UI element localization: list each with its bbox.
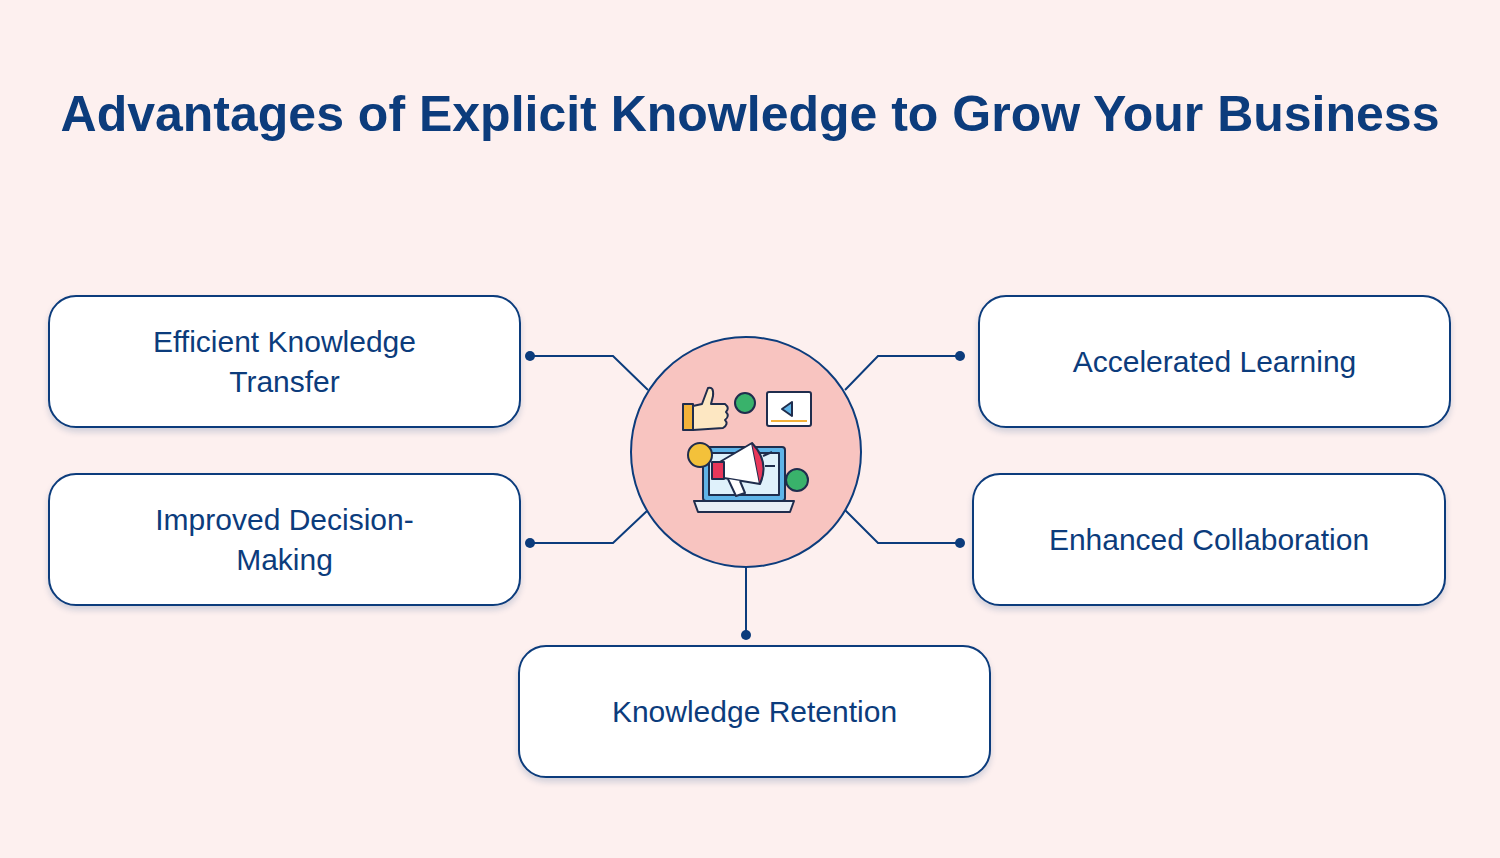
benefit-label: Enhanced Collaboration — [1049, 520, 1369, 560]
benefit-label: Knowledge Retention — [612, 692, 897, 732]
benefit-box: Efficient Knowledge Transfer — [48, 295, 521, 428]
leader-dots — [525, 351, 965, 640]
benefit-box: Enhanced Collaboration — [972, 473, 1446, 606]
marketing-icon — [683, 388, 811, 512]
benefit-label: Improved Decision-Making — [112, 500, 457, 580]
benefit-box: Knowledge Retention — [518, 645, 991, 778]
hub-circle — [631, 337, 861, 567]
leader-lines — [530, 356, 960, 635]
benefit-label: Efficient Knowledge Transfer — [112, 322, 457, 402]
benefit-box: Improved Decision-Making — [48, 473, 521, 606]
benefit-label: Accelerated Learning — [1073, 342, 1357, 382]
diagram-title: Advantages of Explicit Knowledge to Grow… — [50, 80, 1450, 148]
benefit-box: Accelerated Learning — [978, 295, 1451, 428]
